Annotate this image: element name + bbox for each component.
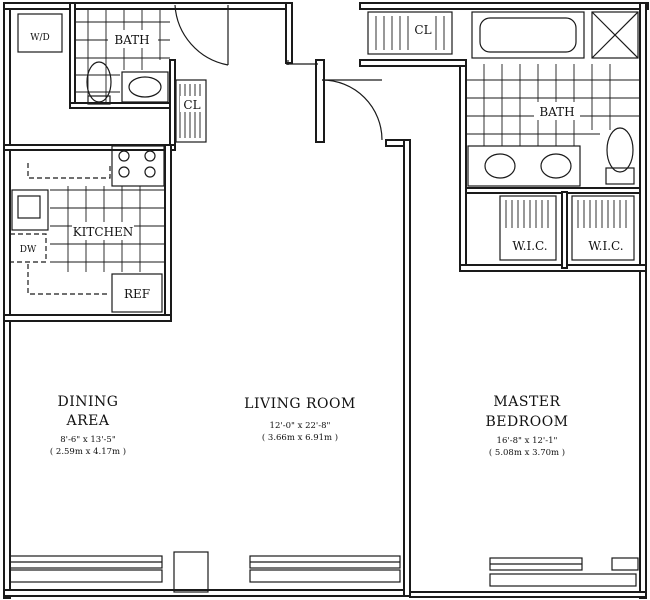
walk-in-closets: W.I.C. W.I.C. (499, 195, 635, 261)
dining-dimensions: 8'-6" x 13'-5" (60, 435, 116, 445)
ref-label: REF (124, 287, 150, 301)
bath-left-label: BATH (114, 33, 149, 47)
master-label-line2: BEDROOM (485, 414, 568, 430)
living-dimensions: 12'-0" x 22'-8" (270, 421, 331, 431)
bath-left: W/D BATH CL (17, 9, 207, 143)
living-label: LIVING ROOM (244, 396, 356, 412)
dining-dimensions-metric: ( 2.59m x 4.17m ) (50, 446, 126, 457)
master-dimensions-metric: ( 5.08m x 3.70m ) (489, 447, 565, 458)
wd-label: W/D (30, 33, 50, 43)
kitchen-label: KITCHEN (73, 225, 134, 239)
master-dimensions: 16'-8" x 12'-1" (497, 436, 558, 446)
dw-label: DW (20, 245, 37, 255)
dining-area: DINING AREA 8'-6" x 13'-5" ( 2.59m x 4.1… (50, 394, 126, 457)
doors (174, 4, 383, 141)
dining-label-line1: DINING (58, 394, 119, 410)
windows (9, 551, 639, 593)
bath-right-label: BATH (539, 105, 574, 119)
master-label-line1: MASTER (493, 394, 560, 410)
kitchen: KITCHEN DW REF (9, 145, 165, 313)
closet-top: CL (367, 11, 453, 55)
living-dimensions-metric: ( 3.66m x 6.91m ) (262, 432, 338, 443)
bath-right: BATH (466, 11, 640, 187)
master-bedroom: MASTER BEDROOM 16'-8" x 12'-1" ( 5.08m x… (485, 394, 568, 458)
closet-top-label: CL (414, 23, 431, 37)
walls (3, 2, 649, 599)
wic1-label: W.I.C. (512, 239, 547, 253)
wic2-label: W.I.C. (588, 239, 623, 253)
dining-label-line2: AREA (66, 413, 110, 429)
closet-left-label: CL (183, 98, 200, 112)
living-room: LIVING ROOM 12'-0" x 22'-8" ( 3.66m x 6.… (244, 396, 356, 443)
